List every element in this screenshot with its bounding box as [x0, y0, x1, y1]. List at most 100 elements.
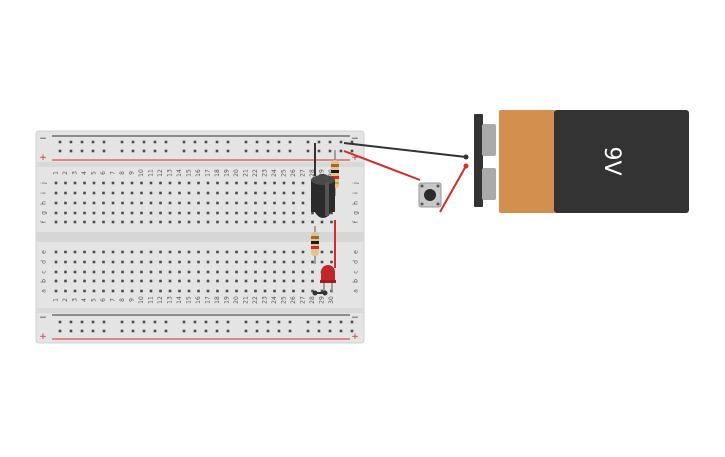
terminal-hole[interactable]: [140, 260, 143, 264]
terminal-hole[interactable]: [282, 250, 286, 254]
terminal-hole[interactable]: [263, 289, 267, 293]
rail-hole[interactable]: [204, 320, 208, 324]
terminal-hole[interactable]: [206, 250, 210, 254]
terminal-hole[interactable]: [73, 191, 77, 195]
terminal-hole[interactable]: [92, 260, 96, 264]
rail-hole[interactable]: [120, 140, 124, 144]
terminal-hole[interactable]: [121, 220, 124, 224]
rail-hole[interactable]: [277, 320, 281, 324]
rail-hole[interactable]: [339, 329, 343, 333]
terminal-hole[interactable]: [92, 250, 96, 254]
rail-hole[interactable]: [193, 140, 197, 144]
rail-hole[interactable]: [288, 329, 292, 333]
terminal-hole[interactable]: [206, 279, 210, 283]
terminal-hole[interactable]: [225, 211, 229, 215]
rail-hole[interactable]: [255, 329, 259, 333]
rail-hole[interactable]: [120, 149, 124, 153]
rail-hole[interactable]: [255, 320, 259, 324]
terminal-hole[interactable]: [168, 211, 172, 215]
led[interactable]: [320, 265, 336, 292]
rail-hole[interactable]: [306, 320, 310, 324]
terminal-hole[interactable]: [301, 191, 305, 195]
terminal-hole[interactable]: [111, 289, 115, 293]
terminal-hole[interactable]: [187, 279, 191, 283]
rail-hole[interactable]: [288, 140, 292, 144]
terminal-hole[interactable]: [292, 270, 295, 274]
rail-hole[interactable]: [102, 329, 106, 333]
terminal-hole[interactable]: [64, 211, 67, 215]
rail-hole[interactable]: [91, 329, 95, 333]
rail-hole[interactable]: [193, 329, 197, 333]
terminal-hole[interactable]: [263, 220, 267, 224]
terminal-hole[interactable]: [178, 181, 181, 185]
terminal-hole[interactable]: [273, 181, 276, 185]
rail-hole[interactable]: [317, 149, 321, 153]
terminal-hole[interactable]: [73, 211, 77, 215]
terminal-hole[interactable]: [149, 270, 153, 274]
rail-hole[interactable]: [142, 149, 146, 153]
terminal-hole[interactable]: [149, 279, 153, 283]
terminal-hole[interactable]: [64, 260, 67, 264]
terminal-hole[interactable]: [102, 181, 105, 185]
terminal-hole[interactable]: [292, 181, 295, 185]
terminal-hole[interactable]: [73, 250, 77, 254]
terminal-hole[interactable]: [130, 191, 134, 195]
terminal-hole[interactable]: [244, 201, 248, 205]
terminal-hole[interactable]: [320, 289, 324, 293]
terminal-hole[interactable]: [235, 191, 238, 195]
terminal-hole[interactable]: [83, 270, 86, 274]
terminal-hole[interactable]: [292, 289, 295, 293]
terminal-hole[interactable]: [140, 220, 143, 224]
terminal-hole[interactable]: [206, 270, 210, 274]
rail-hole[interactable]: [142, 329, 146, 333]
rail-hole[interactable]: [226, 140, 230, 144]
rail-hole[interactable]: [328, 320, 332, 324]
terminal-hole[interactable]: [111, 270, 115, 274]
terminal-hole[interactable]: [244, 270, 248, 274]
terminal-hole[interactable]: [263, 270, 267, 274]
rail-hole[interactable]: [182, 149, 186, 153]
rail-hole[interactable]: [131, 329, 135, 333]
terminal-hole[interactable]: [92, 279, 96, 283]
terminal-hole[interactable]: [187, 270, 191, 274]
terminal-hole[interactable]: [102, 289, 105, 293]
terminal-hole[interactable]: [216, 279, 219, 283]
terminal-hole[interactable]: [92, 289, 96, 293]
red-wire-button-to-rail[interactable]: [343, 150, 421, 181]
rail-hole[interactable]: [266, 329, 270, 333]
terminal-hole[interactable]: [263, 201, 267, 205]
terminal-hole[interactable]: [197, 211, 200, 215]
terminal-hole[interactable]: [187, 220, 191, 224]
terminal-hole[interactable]: [206, 220, 210, 224]
terminal-hole[interactable]: [64, 181, 67, 185]
terminal-hole[interactable]: [244, 191, 248, 195]
terminal-hole[interactable]: [178, 279, 181, 283]
terminal-hole[interactable]: [225, 250, 229, 254]
terminal-hole[interactable]: [301, 270, 305, 274]
rail-hole[interactable]: [102, 320, 106, 324]
terminal-hole[interactable]: [140, 201, 143, 205]
terminal-hole[interactable]: [102, 260, 105, 264]
terminal-hole[interactable]: [130, 181, 134, 185]
terminal-hole[interactable]: [121, 279, 124, 283]
terminal-hole[interactable]: [54, 201, 58, 205]
terminal-hole[interactable]: [292, 250, 295, 254]
terminal-hole[interactable]: [244, 260, 248, 264]
rail-hole[interactable]: [164, 329, 168, 333]
terminal-hole[interactable]: [254, 211, 257, 215]
terminal-hole[interactable]: [121, 289, 124, 293]
terminal-hole[interactable]: [168, 191, 172, 195]
terminal-hole[interactable]: [121, 250, 124, 254]
terminal-hole[interactable]: [320, 250, 324, 254]
rail-hole[interactable]: [255, 149, 259, 153]
terminal-hole[interactable]: [216, 191, 219, 195]
rail-hole[interactable]: [277, 140, 281, 144]
terminal-hole[interactable]: [130, 250, 134, 254]
terminal-hole[interactable]: [292, 191, 295, 195]
terminal-hole[interactable]: [121, 260, 124, 264]
rail-hole[interactable]: [317, 140, 321, 144]
terminal-hole[interactable]: [149, 260, 153, 264]
rail-hole[interactable]: [69, 320, 73, 324]
terminal-hole[interactable]: [225, 191, 229, 195]
rail-hole[interactable]: [69, 149, 73, 153]
